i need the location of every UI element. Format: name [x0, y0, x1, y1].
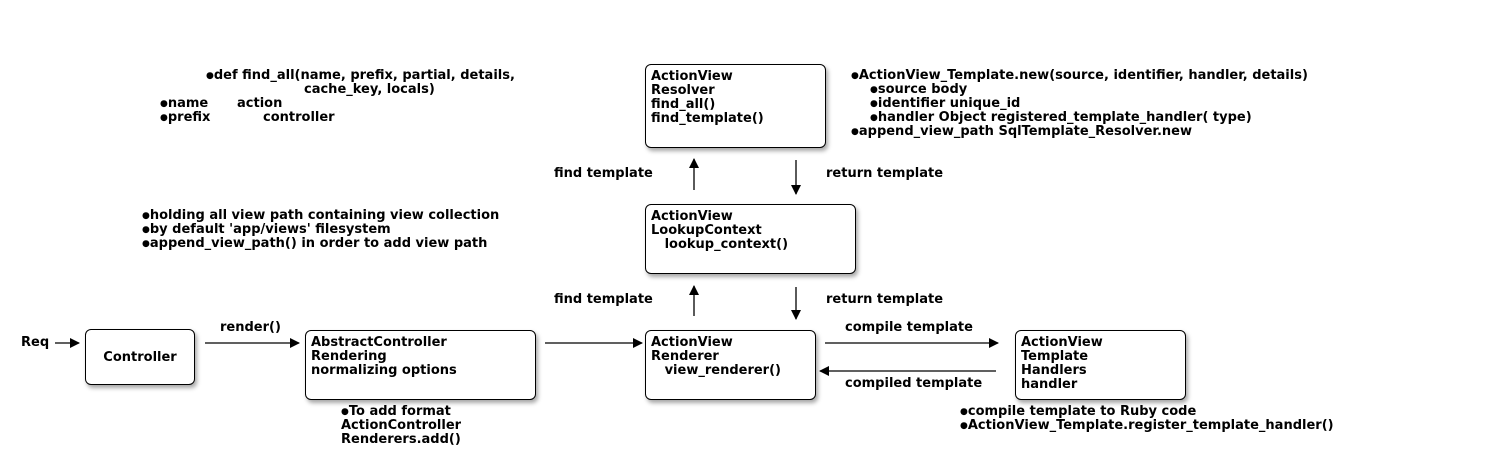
- controller-label: Controller: [103, 349, 177, 365]
- abstract-controller-node: AbstractController Rendering normalizing…: [305, 330, 536, 400]
- controller-node: Controller: [85, 329, 195, 385]
- note-template-new-header: ActionView_Template.new(source, identifi…: [851, 69, 1308, 83]
- resolver-node: ActionView Resolver find_all() find_temp…: [645, 64, 826, 148]
- note-find-all-def-cont: cache_key, locals): [304, 82, 435, 97]
- edge-label-find-template-upper: find template: [554, 166, 653, 181]
- abstract-controller-line-2: Rendering: [311, 349, 387, 364]
- note-view-path-1: holding all view path containing view co…: [142, 209, 499, 223]
- note-renderers-add-3: Renderers.add(): [341, 432, 461, 447]
- abstract-controller-line-1: AbstractController: [311, 335, 447, 350]
- note-handlers-2: ActionView_Template.register_template_ha…: [960, 419, 1334, 433]
- handlers-line-3: Handlers: [1021, 363, 1087, 378]
- note-template-new-sub-1: source body: [870, 83, 967, 97]
- edge-label-find-template-lower: find template: [554, 292, 653, 307]
- lookup-context-line-2: LookupContext: [651, 223, 762, 238]
- handlers-line-4: handler: [1021, 377, 1078, 392]
- note-find-all-def: def find_all(name, prefix, partial, deta…: [206, 69, 515, 83]
- edge-label-return-template-upper: return template: [826, 166, 944, 181]
- note-find-all-prefix: prefix: [160, 111, 211, 125]
- note-handlers-1: compile template to Ruby code: [960, 405, 1196, 419]
- lookup-context-line-1: ActionView: [651, 209, 733, 224]
- note-find-all-prefix-value: controller: [263, 110, 335, 125]
- handlers-line-2: Template: [1021, 349, 1089, 364]
- handlers-line-1: ActionView: [1021, 335, 1103, 350]
- note-renderers-add-1: To add format: [341, 405, 451, 419]
- req-label: Req: [21, 335, 50, 350]
- note-find-all-name-value: action: [237, 96, 283, 111]
- lookup-context-line-4: lookup_context(): [651, 237, 789, 252]
- resolver-line-2: Resolver: [651, 83, 715, 98]
- renderer-line-1: ActionView: [651, 335, 733, 350]
- note-renderers-add-2: ActionController: [341, 418, 462, 433]
- note-find-all-name: name: [160, 97, 208, 111]
- renderer-line-4: view_renderer(): [651, 363, 781, 378]
- note-template-new-sub-3: handler Object registered_template_handl…: [870, 111, 1252, 125]
- note-template-new-footer: append_view_path SqlTemplate_Resolver.ne…: [851, 125, 1192, 139]
- resolver-line-1: ActionView: [651, 69, 733, 84]
- lookup-context-node: ActionView LookupContext lookup_context(…: [645, 204, 856, 274]
- edge-label-return-template-lower: return template: [826, 292, 944, 307]
- abstract-controller-line-3: normalizing options: [311, 363, 457, 378]
- note-template-new-sub-2: identifier unique_id: [870, 97, 1021, 111]
- edge-label-compile-template: compile template: [845, 320, 973, 335]
- resolver-line-5: find_template(): [651, 111, 764, 126]
- note-view-path-3: append_view_path() in order to add view …: [142, 237, 488, 251]
- resolver-line-4: find_all(): [651, 97, 716, 112]
- edge-label-compiled-template: compiled template: [845, 376, 983, 391]
- renderer-node: ActionView Renderer view_renderer(): [645, 330, 816, 400]
- template-handlers-node: ActionView Template Handlers handler: [1015, 330, 1186, 400]
- edge-label-render: render(): [220, 320, 281, 335]
- note-view-path-2: by default 'app/views' filesystem: [142, 223, 391, 237]
- renderer-line-2: Renderer: [651, 349, 719, 364]
